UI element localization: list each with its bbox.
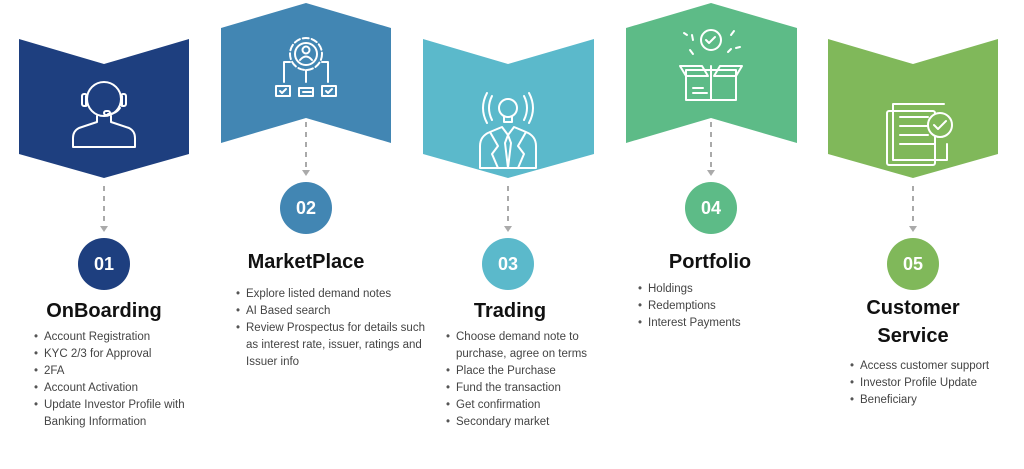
- step-4-title: Portfolio: [668, 251, 752, 273]
- step-1-number: 01: [78, 238, 130, 290]
- step-1-title: OnBoarding: [46, 300, 162, 322]
- step-3-title: Trading: [473, 300, 547, 322]
- list-item: Fund the transaction: [446, 380, 616, 397]
- gear-user-checklist-icon: [275, 37, 337, 97]
- step-5-list: Access customer support Investor Profile…: [850, 358, 1024, 409]
- list-item: Interest Payments: [638, 315, 808, 332]
- list-item: KYC 2/3 for Approval: [34, 346, 224, 363]
- step-3-number: 03: [482, 238, 534, 290]
- list-item: Update Investor Profile with Banking Inf…: [34, 397, 224, 431]
- step-5-banner: [828, 39, 998, 178]
- list-item: AI Based search: [236, 303, 426, 320]
- list-item: 2FA: [34, 363, 224, 380]
- step-3-banner: [423, 39, 594, 178]
- open-box-check-icon: [679, 29, 743, 101]
- step-3-list: Choose demand note to purchase, agree on…: [446, 329, 616, 431]
- list-item: Account Activation: [34, 380, 224, 397]
- list-item: Review Prospectus for details such as in…: [236, 320, 426, 371]
- documents-check-icon: [886, 103, 953, 166]
- list-item: Get confirmation: [446, 397, 616, 414]
- list-item: Place the Purchase: [446, 363, 616, 380]
- step-2-number: 02: [280, 182, 332, 234]
- arrowhead: [909, 226, 917, 232]
- step-2-list: Explore listed demand notes AI Based sea…: [236, 286, 426, 371]
- headset-agent-icon: [72, 81, 136, 148]
- arrowhead: [707, 170, 715, 176]
- list-item: Redemptions: [638, 298, 808, 315]
- arrowhead: [302, 170, 310, 176]
- list-item: Account Registration: [34, 329, 224, 346]
- list-item: Beneficiary: [850, 392, 1024, 409]
- step-5-title: Customer Service: [866, 297, 960, 347]
- step-4-number: 04: [685, 182, 737, 234]
- list-item: Secondary market: [446, 414, 616, 431]
- list-item: Choose demand note to purchase, agree on…: [446, 329, 616, 363]
- step-5-number: 05: [887, 238, 939, 290]
- arrowhead: [504, 226, 512, 232]
- step-2-title: MarketPlace: [247, 251, 365, 273]
- list-item: Holdings: [638, 281, 808, 298]
- lightbulb-businessman-icon: [479, 92, 537, 169]
- step-1-banner: [19, 39, 189, 178]
- step-1-list: Account Registration KYC 2/3 for Approva…: [34, 329, 224, 431]
- list-item: Access customer support: [850, 358, 1024, 375]
- step-4-list: Holdings Redemptions Interest Payments: [638, 281, 808, 332]
- list-item: Explore listed demand notes: [236, 286, 426, 303]
- arrowhead: [100, 226, 108, 232]
- list-item: Investor Profile Update: [850, 375, 1024, 392]
